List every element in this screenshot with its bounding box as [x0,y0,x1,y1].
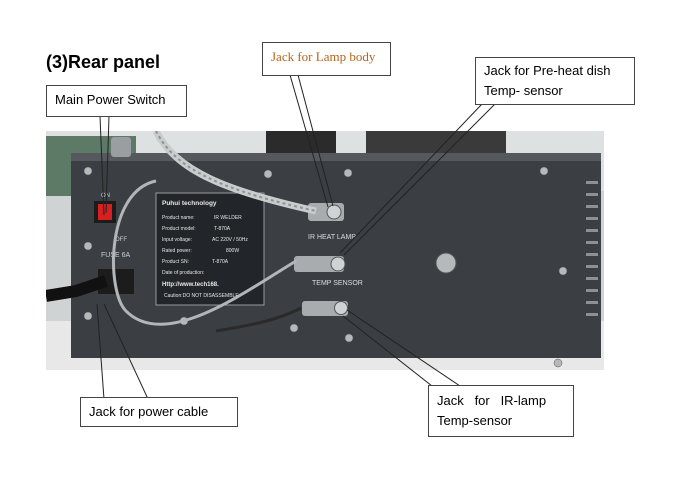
ir-heat-lamp-jack[interactable] [308,203,344,221]
label-product-name-val: IR WELDER [214,215,242,221]
label-caution: Caution:DO NOT DISASSEMBLE [164,293,239,299]
label-product-model: Product model: [162,226,196,232]
callout-preheat-sensor: Jack for Pre-heat dish Temp- sensor [475,57,635,105]
callout-power-cable: Jack for power cable [80,397,238,427]
label-date: Date of production: [162,270,204,276]
callout-preheat-line1: Jack for Pre-heat dish [484,63,611,78]
rear-panel-photo: ON OFF FUSE 6A Puhui technology Product … [46,131,604,370]
label-company: Puhui technology [162,200,217,207]
label-product-sn: Product SN: [162,259,189,265]
label-product-sn-val: T-870A [212,259,229,265]
callout-ir-lamp-line1: Jack for IR-lamp [437,393,547,408]
main-power-switch[interactable] [98,204,112,220]
callout-power-cable-text: Jack for power cable [89,404,209,419]
switch-on-label: ON [101,193,110,199]
callout-main-power-switch: Main Power Switch [46,85,187,117]
label-product-name: Product name: [162,215,195,221]
temp-sensor-text: TEMP SENSOR [312,280,363,287]
callout-preheat-line2: Temp- sensor [484,83,563,98]
product-label-plate [155,192,265,306]
callout-ir-lamp-sensor: Jack for IR-lamp Temp-sensor [428,385,574,437]
callout-lamp-body-text: Jack for Lamp body [271,49,376,64]
label-website: Http://www.tech168. [162,282,219,288]
callout-ir-lamp-line2: Temp-sensor [437,413,513,428]
label-product-model-val: T-870A [214,226,231,232]
callout-main-power-text: Main Power Switch [55,92,166,107]
switch-off-label: OFF [115,237,127,243]
label-rated-power-val: 800W [226,248,239,254]
page-title: (3)Rear panel [46,52,161,72]
label-input-voltage: Input voltage: [162,237,192,243]
ir-heat-lamp-text: IR HEAT LAMP [308,234,356,241]
callout-lamp-body: Jack for Lamp body [262,42,391,76]
label-rated-power: Rated power: [162,248,192,254]
preheat-sensor-jack[interactable] [294,256,346,272]
ir-lamp-sensor-jack[interactable] [302,301,348,316]
label-input-voltage-val: AC 220V / 50Hz [212,237,248,243]
fuse-label: FUSE 6A [101,252,131,259]
